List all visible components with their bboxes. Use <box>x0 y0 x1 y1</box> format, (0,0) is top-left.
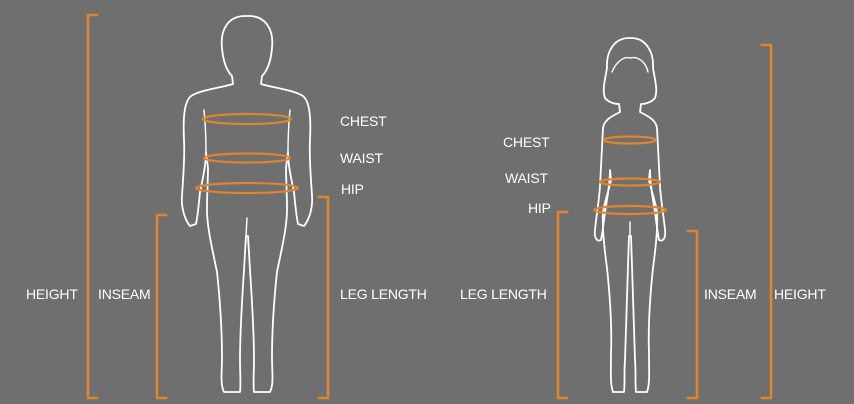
male-chest-band <box>203 114 291 124</box>
female-leg-length-label: LEG LENGTH <box>460 286 547 302</box>
male-body-outline <box>182 16 312 392</box>
female-hair-line <box>612 58 648 72</box>
male-hip-label: HIP <box>341 181 364 197</box>
male-height-bracket <box>88 15 97 398</box>
male-chest-label: CHEST <box>340 113 386 129</box>
male-inseam-bracket <box>157 215 166 398</box>
female-height-label: HEIGHT <box>774 286 826 302</box>
female-leg-length-bracket <box>558 212 567 398</box>
male-height-label: HEIGHT <box>26 286 78 302</box>
male-waist-band <box>204 154 290 163</box>
male-waist-label: WAIST <box>340 150 383 166</box>
male-figure <box>88 15 328 398</box>
male-leg-length-label: LEG LENGTH <box>340 286 427 302</box>
female-figure <box>558 38 771 398</box>
female-chest-band <box>604 137 656 144</box>
female-waist-label: WAIST <box>505 170 548 186</box>
female-height-bracket <box>762 45 771 398</box>
male-leg-length-bracket <box>319 197 328 398</box>
male-crotch-line <box>246 218 247 236</box>
female-chest-label: CHEST <box>503 134 549 150</box>
female-inseam-label: INSEAM <box>704 286 756 302</box>
male-hip-band <box>196 183 298 193</box>
female-hip-label: HIP <box>528 200 551 216</box>
male-inseam-label: INSEAM <box>98 286 150 302</box>
female-inseam-bracket <box>688 231 697 398</box>
